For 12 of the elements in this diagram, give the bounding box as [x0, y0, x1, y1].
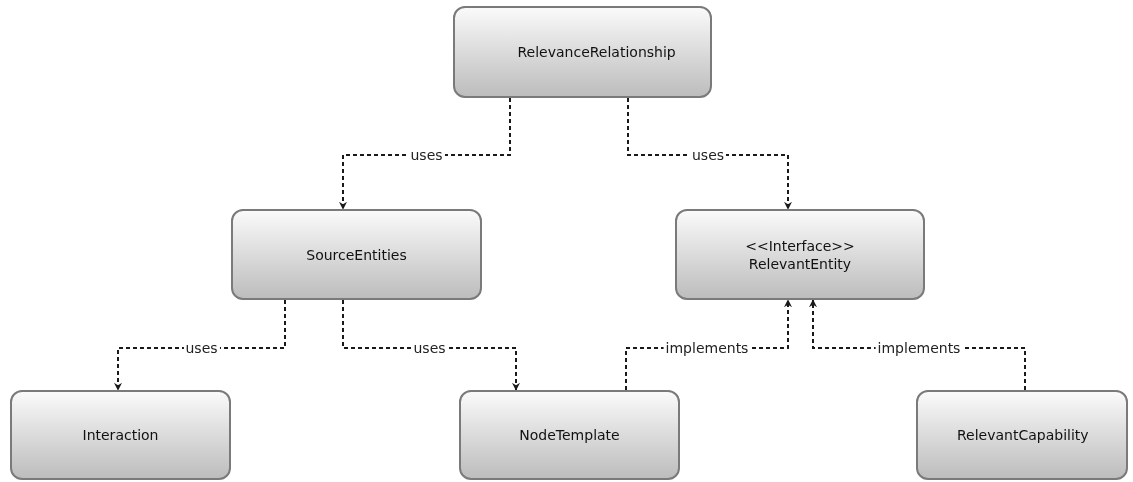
class-box: NodeTemplate [459, 390, 680, 480]
class-box: Interaction [10, 390, 231, 480]
class-box: <<Interface>> RelevantEntity [675, 209, 925, 300]
dashed-arrow [627, 97, 792, 210]
class-box: SourceEntities [231, 209, 482, 300]
edge-label: implements [875, 340, 963, 356]
dashed-arrow [114, 299, 286, 391]
dashed-arrow [339, 97, 511, 210]
class-box: RelevantCapability [916, 390, 1128, 480]
dashed-arrow [342, 299, 520, 391]
class-box: RelevanceRelationship [453, 6, 712, 98]
edge-label: implements [663, 340, 751, 356]
